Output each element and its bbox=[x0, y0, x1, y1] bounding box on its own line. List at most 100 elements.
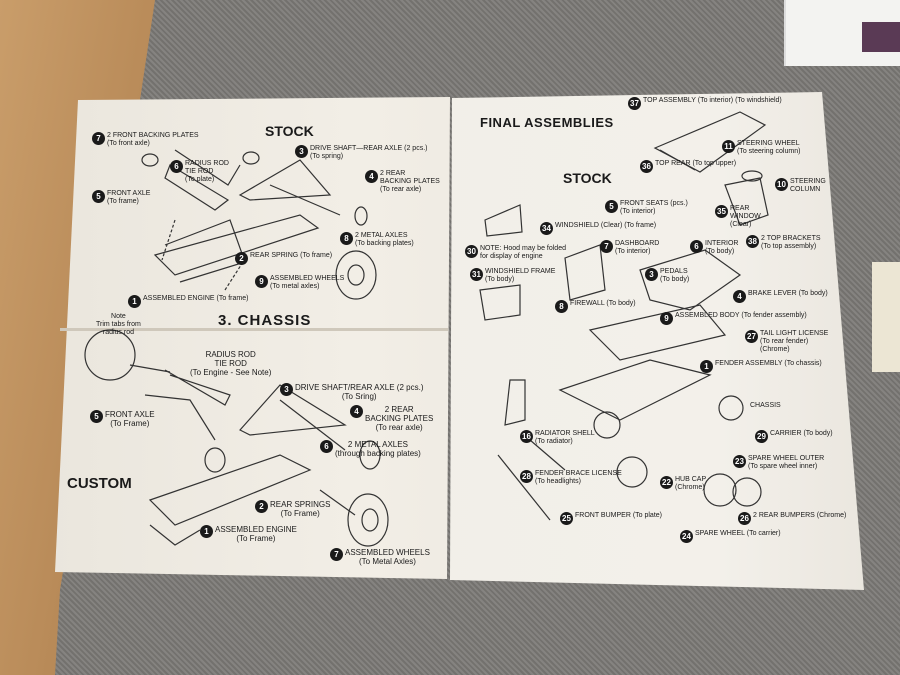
step-number-badge: 37 bbox=[628, 97, 641, 110]
part-label: STEERING WHEEL (To steering column) bbox=[737, 140, 801, 155]
part-label: CARRIER (To body) bbox=[770, 430, 833, 437]
step-number-badge: 34 bbox=[540, 222, 553, 235]
part-label: ASSEMBLED BODY (To fender assembly) bbox=[675, 312, 807, 319]
part-label: ASSEMBLED ENGINE (To Frame) bbox=[215, 525, 297, 543]
step-number-badge: 5 bbox=[92, 190, 105, 203]
step-number-badge: 1 bbox=[128, 295, 141, 308]
step-number-badge: 1 bbox=[700, 360, 713, 373]
part-label: 2 REAR BACKING PLATES (To rear axle) bbox=[380, 170, 440, 193]
part-label: ASSEMBLED WHEELS (To Metal Axles) bbox=[345, 548, 430, 566]
step-number-badge: 36 bbox=[640, 160, 653, 173]
part-label: RADIATOR SHELL (To radiator) bbox=[535, 430, 595, 445]
part-label: FIREWALL (To body) bbox=[570, 300, 636, 307]
step-number-badge: 5 bbox=[90, 410, 103, 423]
step-number-badge: 10 bbox=[775, 178, 788, 191]
paper-edge bbox=[872, 262, 900, 372]
step-number-badge: 6 bbox=[690, 240, 703, 253]
part-label: BRAKE LEVER (To body) bbox=[748, 290, 828, 297]
step-number-badge: 4 bbox=[733, 290, 746, 303]
part-label: PEDALS (To body) bbox=[660, 268, 690, 283]
part-label: RADIUS ROD TIE ROD (To Engine - See Note… bbox=[190, 350, 272, 377]
step-number-badge: 2 bbox=[255, 500, 268, 513]
step-number-badge: 4 bbox=[350, 405, 363, 418]
step-number-badge: 23 bbox=[733, 455, 746, 468]
part-label: STEERING COLUMN bbox=[790, 178, 826, 193]
step-number-badge: 3 bbox=[645, 268, 658, 281]
part-label: INTERIOR (To body) bbox=[705, 240, 739, 255]
step-number-badge: 3 bbox=[280, 383, 293, 396]
part-label: CHASSIS bbox=[750, 402, 781, 409]
custom-title: CUSTOM bbox=[67, 475, 132, 492]
part-callout: RADIUS ROD TIE ROD (To Engine - See Note… bbox=[190, 350, 271, 377]
step-number-badge: 9 bbox=[660, 312, 673, 325]
part-label: WINDSHIELD (Clear) (To frame) bbox=[555, 222, 657, 229]
part-label: NOTE: Hood may be folded for display of … bbox=[480, 245, 566, 260]
part-label: DRIVE SHAFT—REAR AXLE (2 pcs.) (To sprin… bbox=[310, 145, 428, 160]
step-number-badge: 38 bbox=[746, 235, 759, 248]
step-number-badge: 7 bbox=[330, 548, 343, 561]
step-number-badge: 4 bbox=[365, 170, 378, 183]
step-number-badge: 1 bbox=[200, 525, 213, 538]
final-assemblies-title: FINAL ASSEMBLIES bbox=[480, 115, 614, 130]
step-number-badge: 30 bbox=[465, 245, 478, 258]
step-number-badge: 6 bbox=[170, 160, 183, 173]
step-number-badge: 35 bbox=[715, 205, 728, 218]
box-artwork bbox=[862, 22, 900, 52]
part-label: FRONT SEATS (pcs.) (To interior) bbox=[620, 200, 688, 215]
step-number-badge: 6 bbox=[320, 440, 333, 453]
part-label: HUB CAP (Chrome) bbox=[675, 476, 707, 491]
step-number-badge: 31 bbox=[470, 268, 483, 281]
part-label: SPARE WHEEL OUTER (To spare wheel inner) bbox=[748, 455, 825, 470]
step-number-badge: 24 bbox=[680, 530, 693, 543]
fold-crease bbox=[60, 328, 448, 331]
part-label: TOP ASSEMBLY (To interior) (To windshiel… bbox=[643, 97, 782, 104]
final-stock-title: STOCK bbox=[563, 170, 612, 186]
part-label: REAR SPRING (To frame) bbox=[250, 252, 333, 259]
part-label: 2 FRONT BACKING PLATES (To front axle) bbox=[107, 132, 199, 147]
step-number-badge: 28 bbox=[520, 470, 533, 483]
part-label: FRONT AXLE (To Frame) bbox=[105, 410, 155, 428]
product-box bbox=[784, 0, 900, 66]
step-number-badge: 7 bbox=[600, 240, 613, 253]
part-label: 2 METAL AXLES (To backing plates) bbox=[355, 232, 414, 247]
part-label: REAR WINDOW (Clear) bbox=[730, 205, 761, 228]
part-label: FRONT AXLE (To frame) bbox=[107, 190, 151, 205]
part-label: ASSEMBLED ENGINE (To frame) bbox=[143, 295, 249, 302]
part-label: 2 METAL AXLES (through backing plates) bbox=[335, 440, 421, 458]
part-label: REAR SPRINGS (To Frame) bbox=[270, 500, 331, 518]
part-label: FENDER ASSEMBLY (To chassis) bbox=[715, 360, 822, 367]
step-number-badge: 11 bbox=[722, 140, 735, 153]
step-number-badge: 5 bbox=[605, 200, 618, 213]
part-callout: CHASSIS bbox=[750, 402, 781, 410]
